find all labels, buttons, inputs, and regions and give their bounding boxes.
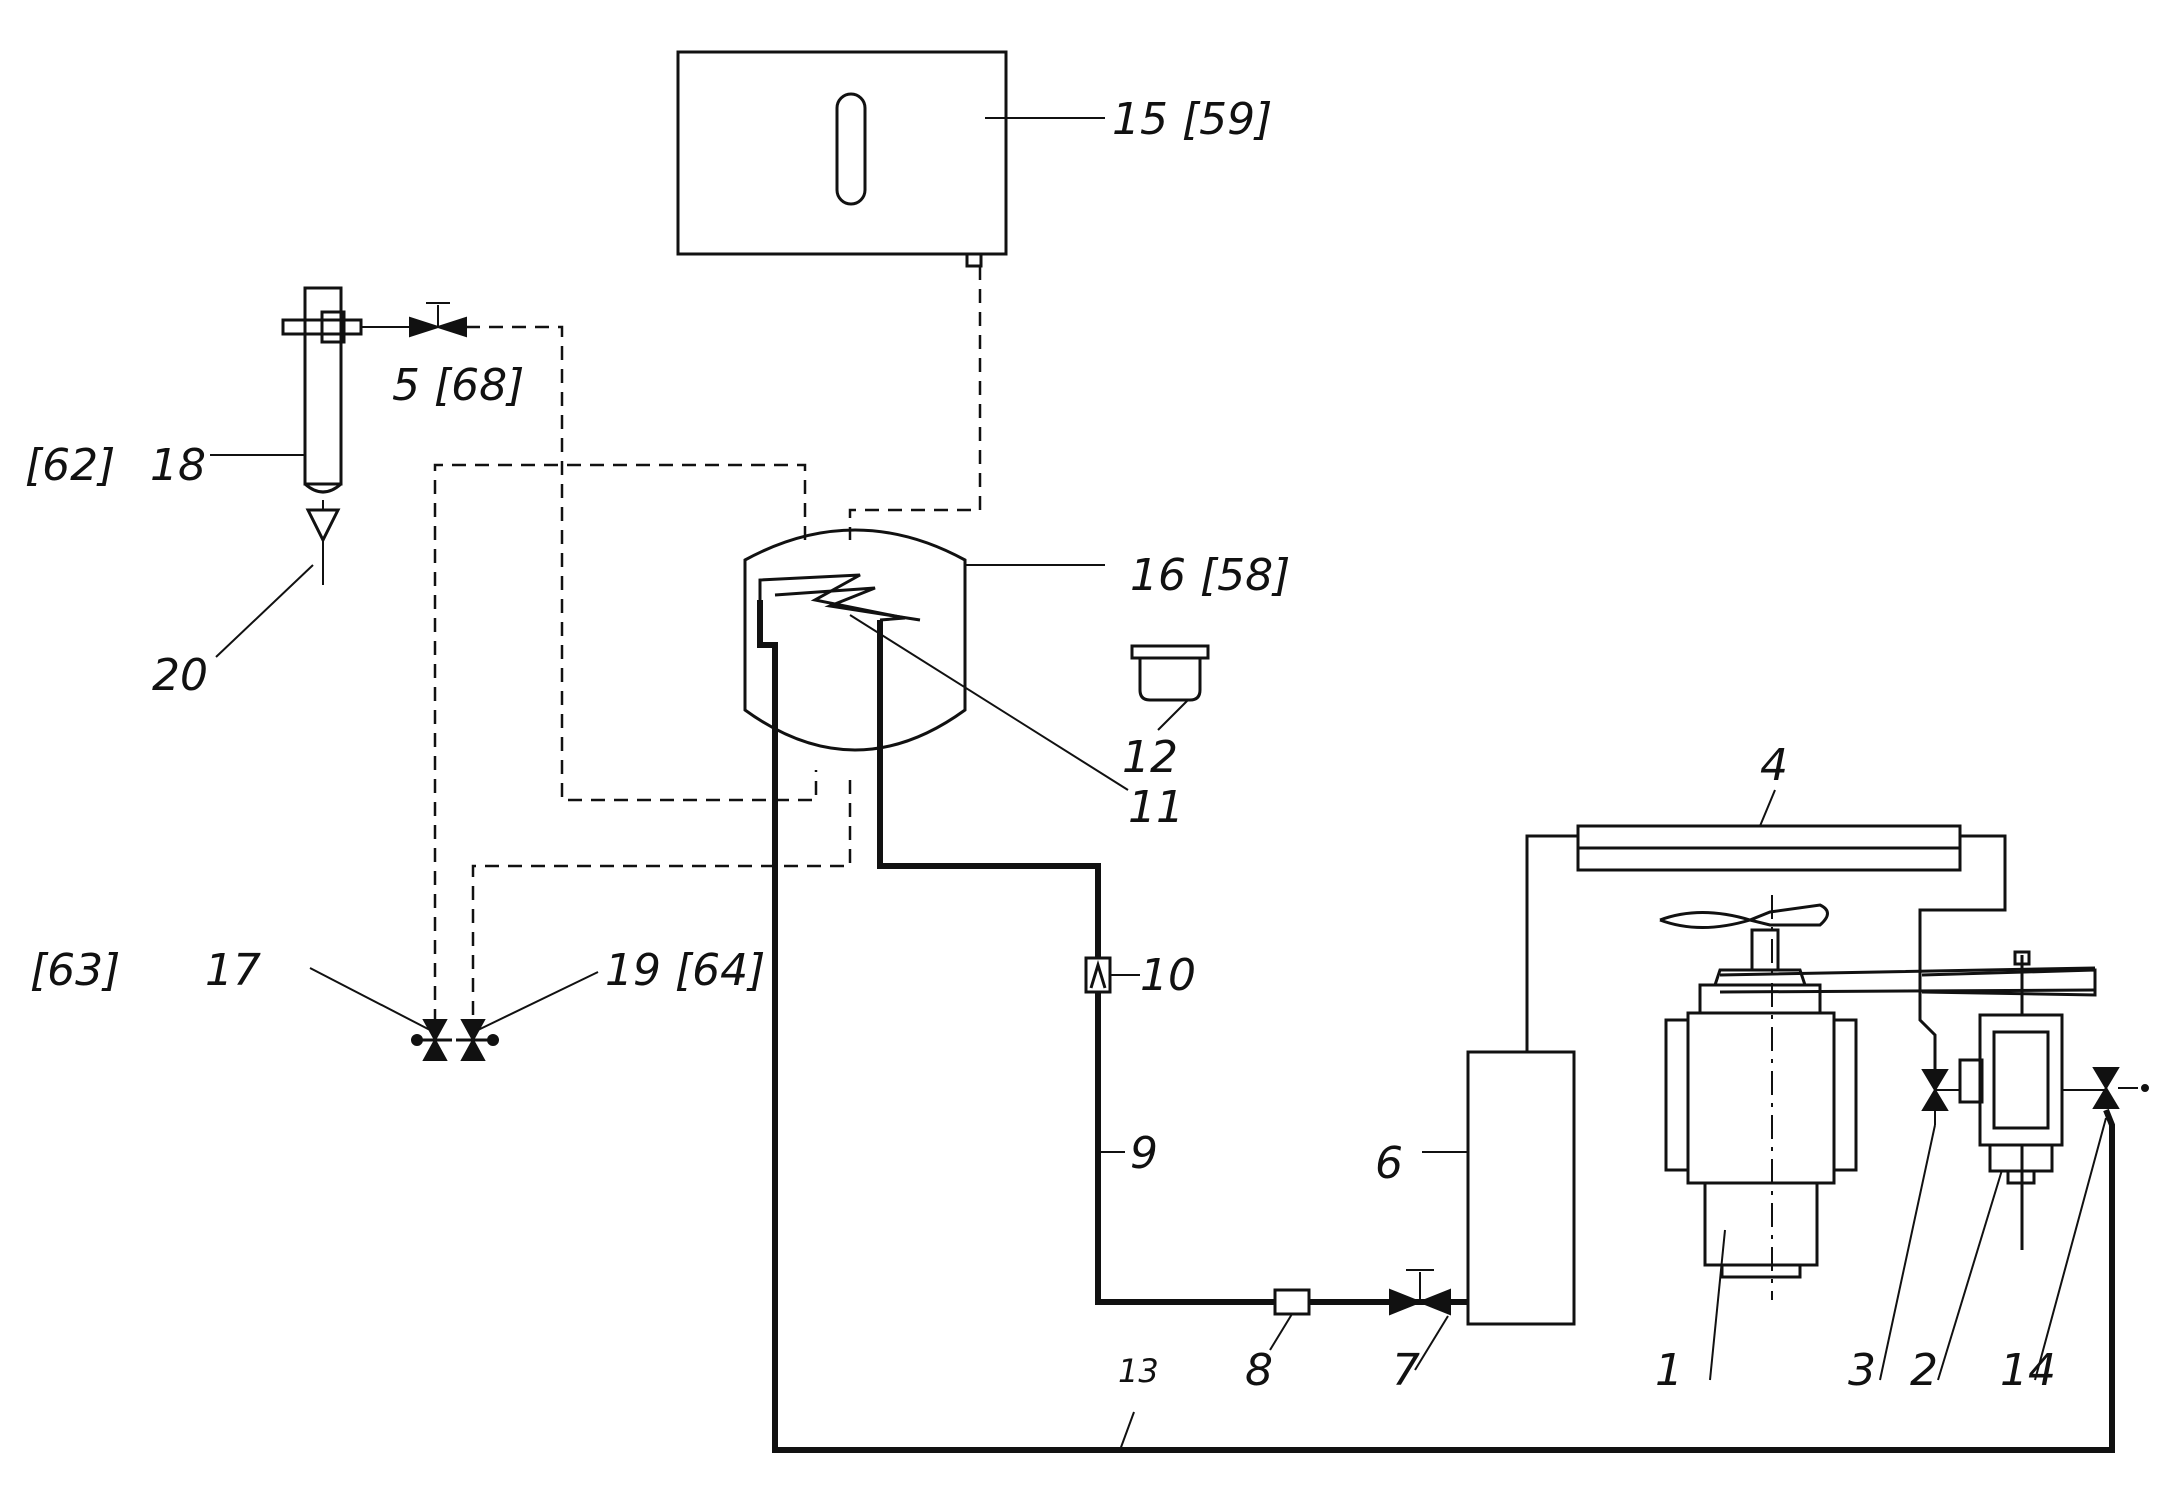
vessel-16: 16 [58] 11 bbox=[743, 528, 1290, 833]
valve-19: 19 [64] bbox=[456, 945, 765, 1061]
label-3: 3 bbox=[1848, 1345, 1876, 1396]
compressor-2: 2 bbox=[1910, 950, 2064, 1396]
label-13: 13 bbox=[1118, 1352, 1159, 1390]
signal-line-15-16 bbox=[848, 266, 982, 540]
label-2: 2 bbox=[1910, 1345, 1938, 1396]
drive-belt bbox=[1719, 966, 2096, 994]
check-valve-10: 10 bbox=[1084, 950, 1196, 1001]
valve-5: 5 [68] bbox=[392, 302, 524, 411]
signal-line-16-19 bbox=[471, 780, 852, 1020]
pipe-4-3 bbox=[1918, 834, 2007, 1070]
tank-6: 6 bbox=[1375, 1050, 1576, 1326]
motor-1: 1 bbox=[1655, 895, 1858, 1396]
label-4: 4 bbox=[1760, 740, 1788, 791]
label-11: 11 bbox=[1128, 782, 1184, 833]
label-7: 7 bbox=[1392, 1345, 1420, 1396]
valve-14: 14 bbox=[2000, 1067, 2149, 1396]
label-15: 15 [59] bbox=[1112, 94, 1272, 145]
label-14: 14 bbox=[2000, 1345, 2056, 1396]
label-18: 18 bbox=[150, 440, 206, 491]
valve-17: [63] 17 bbox=[30, 945, 452, 1061]
condenser-4: 4 bbox=[1576, 740, 1962, 872]
probe-18: [62] 18 20 bbox=[25, 286, 410, 701]
label-6: 6 bbox=[1375, 1138, 1403, 1189]
label-8: 8 bbox=[1245, 1345, 1273, 1396]
label-16: 16 [58] bbox=[1130, 550, 1290, 601]
pipe-13 bbox=[757, 600, 2115, 1453]
pipe-9 bbox=[877, 620, 1505, 1305]
filter-8: 8 bbox=[1245, 1288, 1311, 1396]
label-9: 9 bbox=[1130, 1128, 1158, 1179]
label-17-ref: [63] bbox=[30, 945, 120, 996]
control-box-15: 15 [59] bbox=[676, 50, 1272, 268]
label-5: 5 [68] bbox=[392, 360, 524, 411]
label-12: 12 bbox=[1122, 732, 1178, 783]
valve-7: 7 bbox=[1389, 1269, 1451, 1396]
label-17: 17 bbox=[205, 945, 261, 996]
label-19: 19 [64] bbox=[605, 945, 765, 996]
signal-line-5-16 bbox=[466, 325, 818, 802]
label-18-ref: [62] bbox=[25, 440, 115, 491]
cup-12: 12 bbox=[1122, 644, 1210, 783]
valve-3: 3 bbox=[1848, 1069, 1960, 1396]
label-1: 1 bbox=[1655, 1345, 1683, 1396]
signal-line-16-17 bbox=[433, 463, 807, 1020]
label-20: 20 bbox=[152, 650, 208, 701]
label-10: 10 bbox=[1140, 950, 1196, 1001]
pipe-6-4 bbox=[1525, 834, 1578, 1052]
